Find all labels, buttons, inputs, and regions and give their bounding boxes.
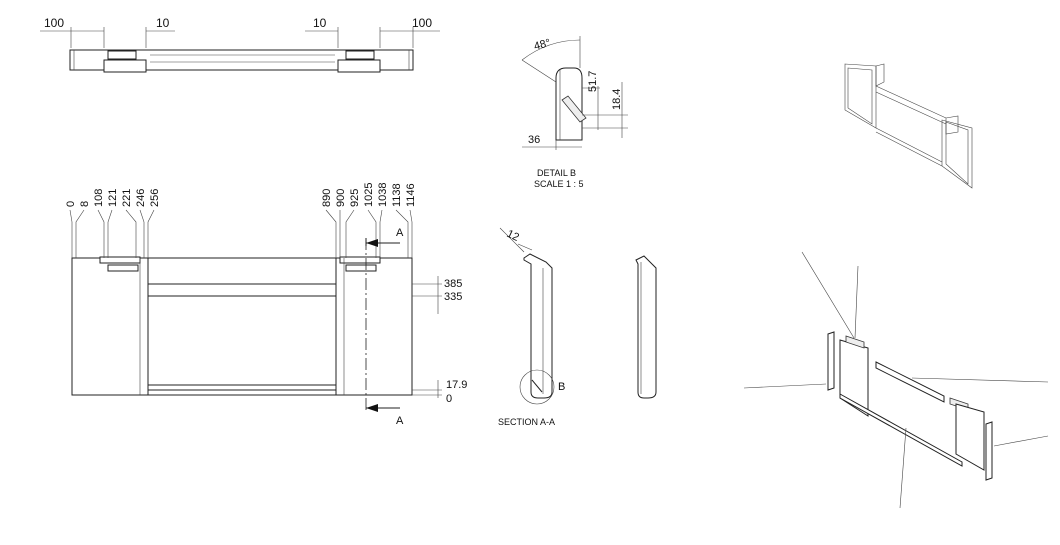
tick-label: 900 bbox=[335, 189, 347, 207]
detail-b-clip bbox=[561, 95, 587, 123]
exploded-left-clip bbox=[845, 335, 865, 349]
leader-line bbox=[147, 209, 155, 258]
dim-18-4: 18.4 bbox=[611, 89, 623, 110]
tick-label: 1038 bbox=[377, 183, 389, 207]
iso-right-panel bbox=[941, 119, 973, 189]
isometric-view bbox=[844, 63, 973, 189]
angle-leg bbox=[521, 59, 557, 83]
leader-line bbox=[395, 209, 409, 258]
front-right-clip bbox=[339, 256, 381, 264]
angle-arc bbox=[521, 39, 581, 61]
top-view-right-block bbox=[337, 59, 381, 73]
dim-left-outer: 100 bbox=[44, 16, 64, 30]
iso-clip bbox=[945, 115, 959, 135]
dim-51-7: 51.7 bbox=[587, 71, 599, 92]
leader-line bbox=[75, 209, 85, 258]
dim-385: 385 bbox=[444, 278, 462, 290]
leader-line bbox=[409, 209, 413, 258]
tick-label: 890 bbox=[321, 189, 333, 207]
tick-label: 246 bbox=[135, 189, 147, 207]
iso-clip bbox=[875, 63, 885, 87]
callout-leader bbox=[993, 435, 1049, 447]
detail-b-circle bbox=[519, 369, 555, 405]
dim-left-inner: 10 bbox=[156, 16, 170, 30]
tick-label: 1146 bbox=[405, 183, 417, 207]
tick-label: 1025 bbox=[363, 183, 375, 207]
leader-line bbox=[325, 209, 337, 258]
tick-label: 1138 bbox=[391, 183, 403, 207]
front-right-slot bbox=[345, 264, 377, 272]
dim-angle: 48° bbox=[533, 37, 552, 53]
section-arrow-head bbox=[366, 404, 378, 412]
side-view bbox=[635, 255, 657, 399]
iso-bar bbox=[875, 91, 947, 125]
front-view: 0 8 108 121 221 246 256 890 900 925 1025… bbox=[65, 183, 467, 427]
detail-b-scale: SCALE 1 : 5 bbox=[534, 179, 584, 189]
dim-0: 0 bbox=[446, 393, 452, 405]
tick-label: 925 bbox=[349, 189, 361, 207]
dim-thickness: 12 bbox=[505, 228, 521, 244]
detail-b-outline bbox=[555, 67, 583, 141]
exploded-right-panel bbox=[955, 403, 985, 471]
front-left-panel bbox=[71, 257, 149, 396]
side-view-profile bbox=[635, 255, 657, 399]
front-right-panel bbox=[335, 257, 413, 396]
iso-left-panel-inner bbox=[847, 67, 873, 125]
iso-rail bbox=[875, 127, 943, 163]
tick-label: 256 bbox=[149, 189, 161, 207]
leader-line bbox=[379, 209, 383, 258]
iso-rail bbox=[875, 131, 943, 167]
exploded-left-end-panel bbox=[827, 331, 835, 391]
exploded-bottom-rail bbox=[839, 393, 963, 467]
top-view-right-clip bbox=[345, 50, 375, 60]
tick-label: 8 bbox=[79, 201, 91, 207]
callout-leader bbox=[911, 377, 1049, 383]
leader-line bbox=[499, 227, 525, 253]
leader-line bbox=[97, 209, 105, 258]
front-left-slot bbox=[107, 264, 139, 272]
top-view-left-clip bbox=[107, 50, 137, 60]
leader-line bbox=[125, 209, 137, 258]
tick-label: 221 bbox=[121, 189, 133, 207]
iso-left-panel bbox=[844, 63, 877, 129]
detail-b: 51.7 18.4 36 48° DETAIL B SCALE 1 : 5 bbox=[521, 36, 628, 189]
exploded-middle-bar bbox=[875, 361, 945, 403]
callout-leader bbox=[899, 427, 907, 509]
callout-leader bbox=[743, 383, 827, 389]
callout-leader bbox=[801, 251, 855, 339]
tick-label: 108 bbox=[93, 189, 105, 207]
leader-line bbox=[345, 209, 355, 258]
section-arrow-head bbox=[366, 239, 378, 247]
leader-line bbox=[367, 209, 377, 258]
iso-bar bbox=[875, 85, 947, 119]
section-aa: 12 B SECTION A-A bbox=[498, 227, 565, 427]
leader-line bbox=[139, 209, 145, 258]
front-left-clip bbox=[99, 256, 141, 264]
section-label-top: A bbox=[396, 227, 404, 239]
detail-b-label: B bbox=[558, 381, 565, 393]
section-label-bottom: A bbox=[396, 415, 404, 427]
exploded-view bbox=[743, 251, 1049, 509]
tick-label: 121 bbox=[107, 189, 119, 207]
dimension-line bbox=[517, 243, 533, 251]
exploded-right-end-panel bbox=[985, 421, 993, 481]
section-aa-profile bbox=[523, 253, 553, 399]
detail-b-title: DETAIL B bbox=[537, 168, 576, 178]
tick-label: 0 bbox=[65, 201, 77, 207]
top-view: 100 10 10 100 bbox=[40, 16, 440, 73]
detail-b-clip-marker bbox=[531, 379, 543, 393]
dim-right-inner: 10 bbox=[313, 16, 327, 30]
dim-335: 335 bbox=[444, 291, 462, 303]
iso-right-panel-inner bbox=[945, 121, 969, 185]
callout-leader bbox=[854, 265, 859, 339]
dim-right-outer: 100 bbox=[412, 16, 432, 30]
dim-36: 36 bbox=[528, 134, 540, 146]
dim-17-9: 17.9 bbox=[446, 379, 467, 391]
top-view-left-block bbox=[103, 59, 147, 73]
section-aa-title: SECTION A-A bbox=[498, 417, 555, 427]
leader-line bbox=[107, 209, 113, 258]
leader-line bbox=[69, 209, 73, 258]
